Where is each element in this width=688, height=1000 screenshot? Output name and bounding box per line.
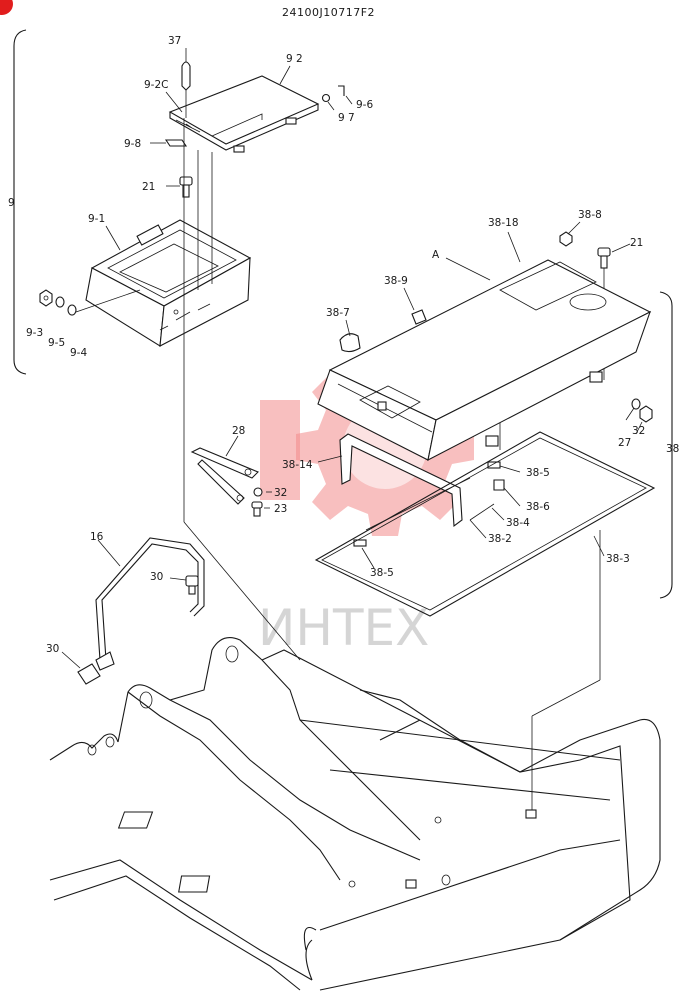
part-9-2-cover xyxy=(168,75,320,153)
label-38-4: 38-4 xyxy=(506,517,530,529)
part-9-1-box xyxy=(85,219,252,347)
part-9-5-washer xyxy=(55,296,65,308)
label-38-9: 38-9 xyxy=(384,275,408,287)
label-A: A xyxy=(432,249,440,261)
label-38-8: 38-8 xyxy=(578,209,602,221)
watermark-text: ИНТЕХ xyxy=(258,599,429,657)
part-28-stay xyxy=(190,447,259,505)
part-21-bolt-right xyxy=(597,247,611,269)
corner-badge xyxy=(0,0,13,15)
label-9-3: 9-3 xyxy=(26,327,43,339)
label-9-1: 9-1 xyxy=(88,213,105,225)
part-38-3-seal-frame xyxy=(314,431,656,617)
label-9-6: 9-6 xyxy=(356,99,373,111)
label-38-2: 38-2 xyxy=(488,533,512,545)
part-30-fitting-lower xyxy=(77,651,115,685)
part-23-bolt xyxy=(251,501,263,517)
callout-labels: 37 9 2 9-2C 9-6 9 7 9-8 21 9 9-1 9-3 9-5… xyxy=(8,35,679,655)
label-23: 23 xyxy=(274,503,287,515)
label-27: 27 xyxy=(618,437,631,449)
label-9-5: 9-5 xyxy=(48,337,65,349)
part-38-5-pin-lower xyxy=(353,539,367,547)
label-9-7: 9 7 xyxy=(338,112,355,124)
part-38-8-nut xyxy=(559,231,573,247)
part-38-14-handle xyxy=(339,433,463,528)
label-30-upper: 30 xyxy=(150,571,163,583)
label-38-7: 38-7 xyxy=(326,307,350,319)
part-21-bolt-upper xyxy=(179,176,193,198)
part-37-key xyxy=(181,61,191,118)
part-27-nut xyxy=(639,405,653,423)
label-9-2c: 9-2C xyxy=(144,79,168,91)
part-9-8-strip xyxy=(164,139,188,147)
leader-lines xyxy=(61,48,643,669)
label-38-5-lower: 38-5 xyxy=(370,567,394,579)
label-32-left: 32 xyxy=(274,487,287,499)
label-16: 16 xyxy=(90,531,104,543)
label-32-right: 32 xyxy=(632,425,645,437)
part-9-4-washer xyxy=(67,304,77,316)
label-37: 37 xyxy=(168,35,181,47)
part-38-9-grommet xyxy=(411,309,427,325)
label-30-lower: 30 xyxy=(46,643,59,655)
label-38: 38 xyxy=(666,443,679,455)
machine-frame xyxy=(49,637,661,991)
drawing-code: 24100J10717F2 xyxy=(282,6,375,19)
part-9-3-nut xyxy=(39,289,53,307)
label-38-14: 38-14 xyxy=(282,459,313,471)
part-9-6-pin xyxy=(338,85,345,96)
label-9: 9 xyxy=(8,197,15,209)
label-9-8: 9-8 xyxy=(124,138,141,150)
label-9-4: 9-4 xyxy=(70,347,87,359)
part-16-pipe xyxy=(95,537,205,661)
leader-9-4-line xyxy=(75,289,141,313)
part-32-washer-left xyxy=(253,487,263,497)
label-28: 28 xyxy=(232,425,245,437)
part-38-6-bolt xyxy=(493,479,505,491)
part-38-5-pin-upper xyxy=(487,461,501,469)
bracket-38 xyxy=(659,291,673,599)
label-21-right: 21 xyxy=(630,237,643,249)
part-32-washer-right xyxy=(631,398,641,410)
part-9-7-washer xyxy=(321,93,331,103)
bracket-9 xyxy=(13,29,27,375)
label-38-6: 38-6 xyxy=(526,501,550,513)
label-38-3: 38-3 xyxy=(606,553,630,565)
part-38-cover-A xyxy=(317,259,652,462)
label-21-upper: 21 xyxy=(142,181,155,193)
label-38-5-upper: 38-5 xyxy=(526,467,550,479)
part-38-7-cap xyxy=(339,333,361,353)
part-30-fitting-upper xyxy=(185,575,199,595)
part-38-4-strip xyxy=(469,503,495,521)
label-9-2: 9 2 xyxy=(286,53,303,65)
label-38-18: 38-18 xyxy=(488,217,519,229)
